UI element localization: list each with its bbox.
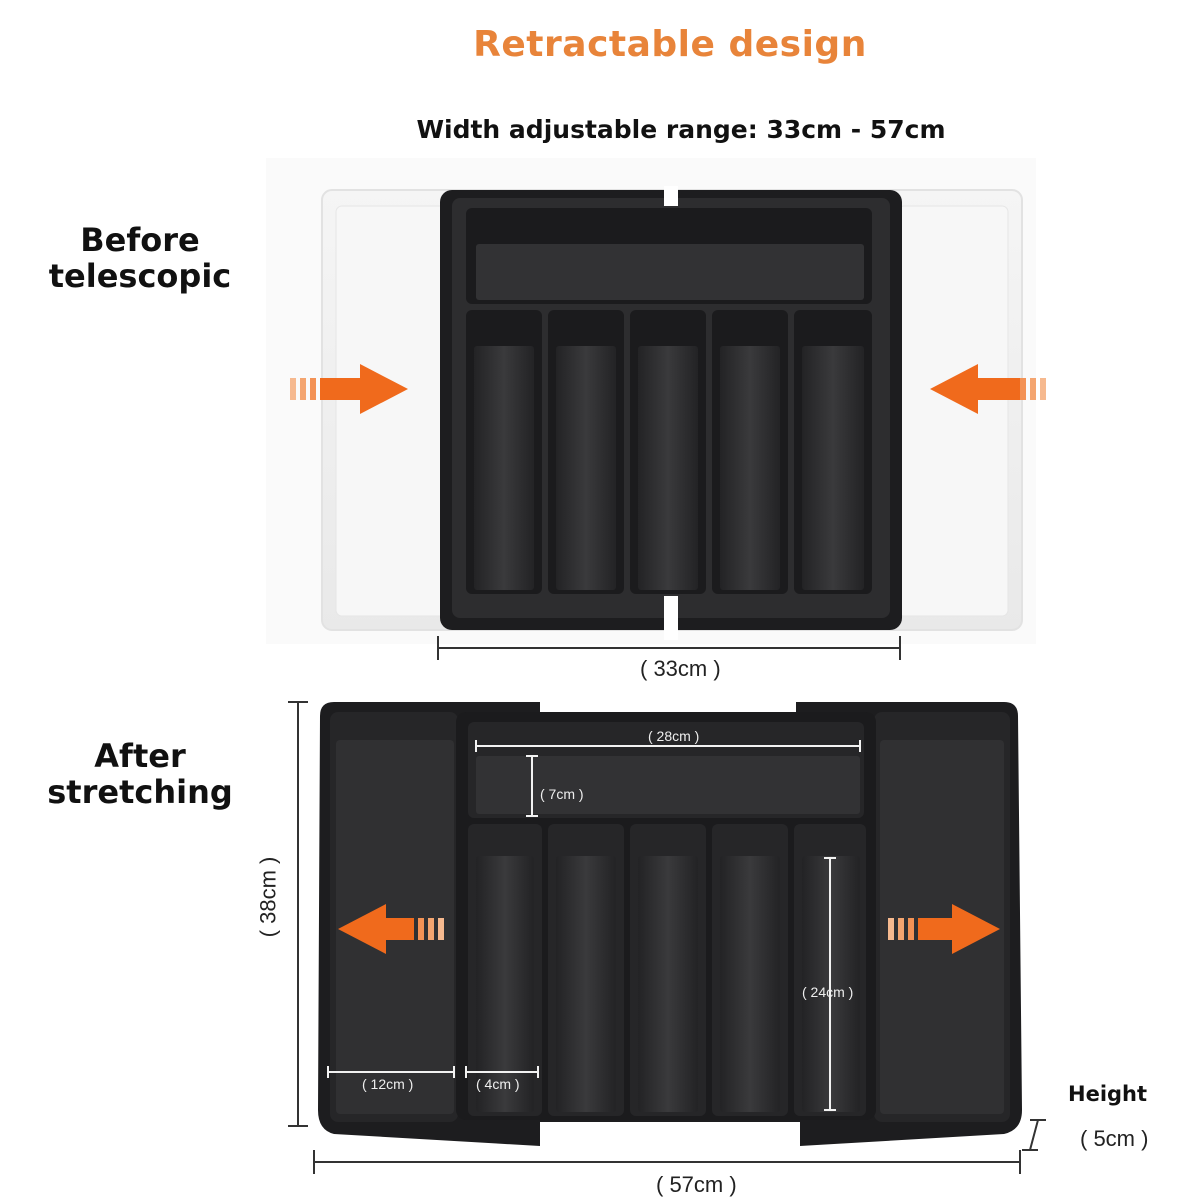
closed-tray-illustration (266, 158, 1046, 660)
open-top-compartment-floor (476, 756, 860, 814)
before-telescopic-label: Before telescopic (0, 222, 280, 294)
push-in-arrow-left-icon (290, 364, 408, 414)
page-title: Retractable design (473, 24, 867, 65)
slot-width-label: ( 4cm ) (476, 1076, 520, 1092)
ghost-left-wing (335, 205, 447, 617)
closed-bottom-notch (664, 596, 678, 640)
closed-slots (466, 310, 872, 594)
closed-top-compartment-floor (476, 244, 864, 300)
open-slot-floor (720, 856, 780, 1112)
after-stretching-label: After stretching (0, 738, 280, 810)
ghost-right-wing (897, 205, 1009, 617)
push-in-arrow-right-icon (930, 364, 1046, 414)
closed-top-notch (664, 186, 678, 206)
open-slot-floor (638, 856, 698, 1112)
closed-slot-floor (638, 346, 698, 590)
open-tray-illustration (288, 701, 1046, 1174)
before-label-line-1: Before (80, 221, 200, 259)
after-label-line-2: stretching (47, 773, 233, 811)
open-slot-floor (476, 856, 534, 1112)
closed-width-dimension (437, 636, 901, 660)
open-slot-floor (556, 856, 616, 1112)
closed-slot-floor (474, 346, 534, 590)
side-compartment-width-label: ( 12cm ) (362, 1076, 414, 1092)
before-label-line-2: telescopic (48, 257, 232, 295)
height-label: Height (1068, 1082, 1148, 1106)
open-width-label: ( 57cm ) (656, 1172, 737, 1197)
slot-length-label: ( 24cm ) (802, 984, 854, 1000)
top-compartment-width-label: ( 28cm ) (648, 728, 700, 744)
depth-label: ( 38cm ) (255, 856, 281, 938)
closed-slot-floor (720, 346, 780, 590)
pull-out-arrow-right-icon (888, 904, 1000, 954)
closed-width-label: ( 33cm ) (640, 656, 721, 681)
outer-dimension-lines (288, 701, 1046, 1174)
page-subtitle: Width adjustable range: 33cm - 57cm (416, 115, 946, 144)
closed-slot-floor (802, 346, 864, 590)
inner-dimension-lines (327, 740, 861, 1111)
top-compartment-depth-label: ( 7cm ) (540, 786, 584, 802)
closed-slot-floor (556, 346, 616, 590)
after-label-line-1: After (94, 737, 186, 775)
height-value-label: ( 5cm ) (1080, 1126, 1149, 1151)
pull-out-arrow-left-icon (338, 904, 444, 954)
